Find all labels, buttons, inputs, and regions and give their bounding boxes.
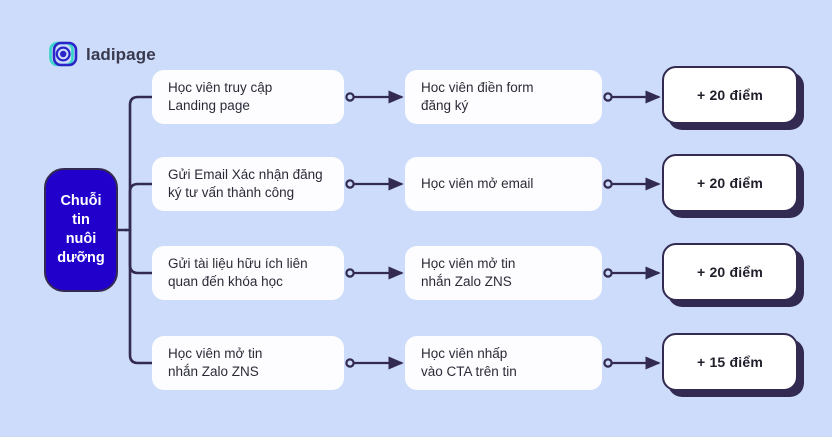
action-card-3[interactable]: Học viên mở tin nhắn Zalo ZNS — [405, 246, 602, 300]
points-card-2[interactable]: + 20 điểm — [662, 154, 798, 212]
points-card-2-label: + 20 điểm — [696, 175, 763, 191]
trigger-card-1-label: Học viên truy cập Landing page — [168, 80, 273, 113]
points-card-1[interactable]: + 20 điểm — [662, 66, 798, 124]
points-card-4[interactable]: + 15 điểm — [662, 333, 798, 391]
points-card-1-label: + 20 điểm — [696, 87, 763, 103]
source-node[interactable]: Chuỗi tin nuôi dưỡng — [44, 168, 118, 292]
action-card-4[interactable]: Học viên nhấp vào CTA trên tin — [405, 336, 602, 390]
source-node-label: Chuỗi tin nuôi dưỡng — [57, 192, 105, 267]
trigger-card-3[interactable]: Gửi tài liệu hữu ích liên quan đến khóa … — [152, 246, 344, 300]
action-card-3-label: Học viên mở tin nhắn Zalo ZNS — [421, 256, 516, 289]
trigger-card-4-label: Học viên mở tin nhắn Zalo ZNS — [168, 346, 263, 379]
points-card-3[interactable]: + 20 điểm — [662, 243, 798, 301]
trigger-card-2[interactable]: Gửi Email Xác nhận đăng ký tư vấn thành … — [152, 157, 344, 211]
trigger-card-1[interactable]: Học viên truy cập Landing page — [152, 70, 344, 124]
action-card-4-label: Học viên nhấp vào CTA trên tin — [421, 346, 517, 379]
trigger-card-3-label: Gửi tài liệu hữu ích liên quan đến khóa … — [168, 256, 308, 289]
trigger-card-2-label: Gửi Email Xác nhận đăng ký tư vấn thành … — [168, 167, 323, 200]
brand-name: ladipage — [86, 45, 156, 64]
ladipage-logo-icon — [48, 40, 78, 70]
brand-logo: ladipage — [48, 40, 156, 70]
trigger-card-4[interactable]: Học viên mở tin nhắn Zalo ZNS — [152, 336, 344, 390]
action-card-2-label: Học viên mở email — [421, 176, 534, 192]
points-card-4-label: + 15 điểm — [696, 354, 763, 370]
action-card-2[interactable]: Học viên mở email — [405, 157, 602, 211]
points-card-3-label: + 20 điểm — [696, 264, 763, 280]
action-card-1-label: Hoc viên điền form đăng ký — [421, 80, 534, 113]
action-card-1[interactable]: Hoc viên điền form đăng ký — [405, 70, 602, 124]
